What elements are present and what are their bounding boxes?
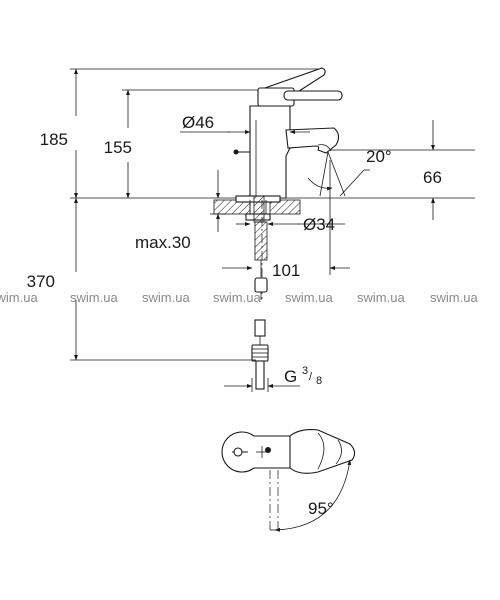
watermark-row: swim.ua swim.ua swim.ua swim.ua swim.ua … bbox=[0, 290, 478, 305]
deck-section bbox=[213, 195, 301, 223]
thread-den-label: 8 bbox=[316, 375, 322, 387]
watermark-text: swim.ua bbox=[430, 290, 478, 305]
watermark-text: swim.ua bbox=[70, 290, 118, 305]
max-deck-label: max.30 bbox=[135, 233, 191, 252]
watermark-text: swim.ua bbox=[142, 290, 190, 305]
thread-num-label: 3 bbox=[302, 365, 308, 377]
watermark-text: swim.ua bbox=[213, 290, 261, 305]
thread-slash: / bbox=[309, 371, 313, 383]
spout-angle-label: 20° bbox=[366, 147, 392, 166]
hole-diameter-label: Ø34 bbox=[303, 215, 335, 234]
body-diameter-label: Ø46 bbox=[182, 113, 214, 132]
watermark-text: swim.ua bbox=[0, 290, 38, 305]
spout-reach-label: 101 bbox=[272, 261, 300, 280]
thread-g-label: G bbox=[284, 367, 297, 386]
hose-length-label: 370 bbox=[27, 272, 55, 291]
top-view: 95° bbox=[221, 429, 356, 532]
hose-connection bbox=[251, 319, 269, 390]
total-height-label: 185 bbox=[40, 130, 68, 149]
watermark-text: swim.ua bbox=[285, 290, 333, 305]
faucet-body bbox=[233, 67, 343, 199]
watermark-text: swim.ua bbox=[357, 290, 405, 305]
spout-clearance-label: 66 bbox=[423, 168, 442, 187]
side-view: 20° 66 Ø46 Ø34 max.30 bbox=[27, 67, 475, 392]
spout-height-label: 155 bbox=[104, 138, 132, 157]
lever-rotation-label: 95° bbox=[308, 499, 334, 518]
